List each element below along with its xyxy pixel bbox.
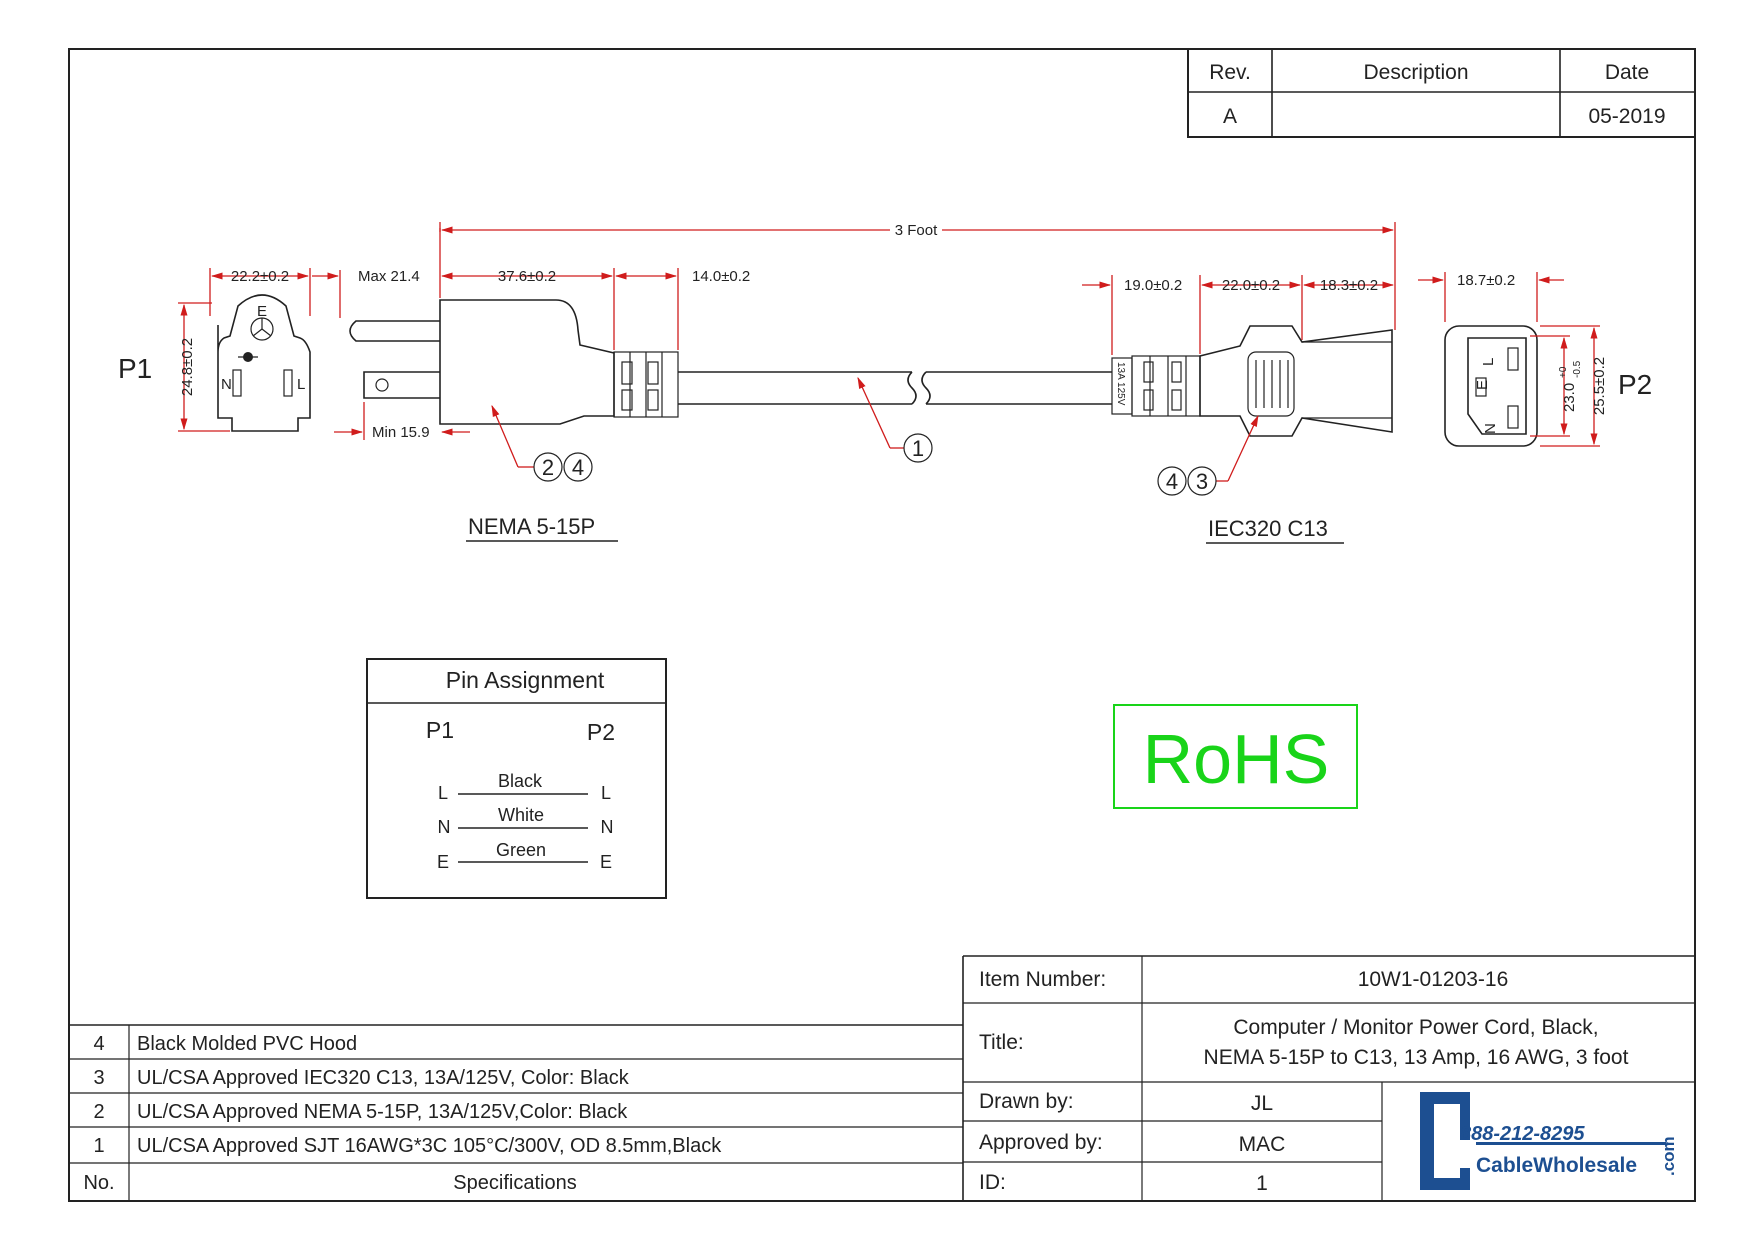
dim-c13-relief: 19.0±0.2 <box>1124 277 1182 294</box>
date-header: Date <box>1605 61 1649 84</box>
approved-by-value: MAC <box>1239 1133 1286 1156</box>
spec-row-no: 1 <box>93 1135 104 1157</box>
nema-connector-label: NEMA 5-15P <box>468 514 595 539</box>
pin-row-left: N <box>438 817 451 837</box>
rohs-box <box>1113 704 1358 809</box>
p2-face-l-letter: L <box>1480 358 1497 366</box>
balloon-3-c13 <box>1187 466 1217 496</box>
spec-no-header: No. <box>83 1172 114 1194</box>
balloon-4-nema-label: 4 <box>572 455 584 480</box>
dim-p2-inner-tol-plus: +0 <box>1558 366 1569 378</box>
drawn-by-label: Drawn by: <box>979 1090 1074 1113</box>
item-number-label: Item Number: <box>979 968 1106 991</box>
logo-name: CableWholesale <box>1476 1154 1637 1177</box>
cord <box>678 371 1112 405</box>
logo-suffix: .com <box>1659 1136 1678 1176</box>
id-value: 1 <box>1256 1172 1268 1195</box>
pin-row-wire: Green <box>496 840 546 860</box>
spec-table: 4 Black Molded PVC Hood 3 UL/CSA Approve… <box>69 1024 963 1201</box>
p2-face-view: L E N <box>1444 325 1538 447</box>
title-label: Title: <box>979 1031 1024 1054</box>
balloon-2-nema-label: 2 <box>542 455 554 480</box>
logo-phone: 888-212-8295 <box>1460 1123 1585 1145</box>
balloon-1-cord <box>903 433 933 463</box>
cord-mark: 13A 125V <box>1115 362 1126 406</box>
iec-connector-label: IEC320 C13 <box>1208 516 1328 541</box>
pin-assignment-title: Pin Assignment <box>446 667 605 693</box>
dim-p2-outer: 25.5±0.2 <box>1591 357 1608 415</box>
dim-c13-head: 18.3±0.2 <box>1320 277 1378 294</box>
description-header: Description <box>1363 61 1468 84</box>
dim-plug-relief: 14.0±0.2 <box>692 268 750 285</box>
item-number-value: 10W1-01203-16 <box>1358 968 1509 991</box>
balloon-4-c13-label: 4 <box>1166 469 1178 494</box>
pin-p1-header: P1 <box>426 717 454 743</box>
balloon-3-c13-label: 3 <box>1196 469 1208 494</box>
spec-row-no: 2 <box>93 1101 104 1123</box>
dim-c13-grip: 22.0±0.2 <box>1222 277 1280 294</box>
balloon-4-c13 <box>1157 466 1187 496</box>
pin-row-right: E <box>600 852 612 872</box>
dim-p2-inner: 23.0 <box>1561 383 1578 412</box>
drawing-frame <box>68 48 1696 1202</box>
dim-length: 3 Foot <box>895 222 938 239</box>
spec-row-no: 3 <box>93 1067 104 1089</box>
pin-row-left: E <box>437 852 449 872</box>
title-line-1: Computer / Monitor Power Cord, Black, <box>1233 1016 1598 1039</box>
logo-mark-icon <box>1420 1092 1470 1190</box>
pin-row-wire: White <box>498 805 544 825</box>
dim-min-prong: Min 15.9 <box>372 424 430 441</box>
rev-header: Rev. <box>1209 61 1251 84</box>
spec-row-text: Black Molded PVC Hood <box>137 1033 357 1055</box>
nema-plug-side-view <box>349 299 679 425</box>
pin-row-right: L <box>601 783 611 803</box>
revision-table: Rev. Description Date A 05-2019 <box>1187 48 1696 138</box>
dim-max-prong: Max 21.4 <box>358 268 420 285</box>
p1-face-n-letter: N <box>221 376 232 393</box>
dim-p1-height: 24.8±0.2 <box>179 338 196 396</box>
id-label: ID: <box>979 1171 1006 1194</box>
p1-face-view: E N L <box>217 294 311 432</box>
p2-label: P2 <box>1618 369 1652 400</box>
spec-row-text: UL/CSA Approved IEC320 C13, 13A/125V, Co… <box>137 1067 630 1089</box>
cablewholesale-logo: 888-212-8295 CableWholesale .com <box>1420 1092 1678 1190</box>
title-block: Item Number: 10W1-01203-16 Title: Comput… <box>962 955 1695 1201</box>
p2-face-e-letter: E <box>1474 380 1491 390</box>
pin-p2-header: P2 <box>587 719 615 745</box>
dim-p1-width: 22.2±0.2 <box>231 268 289 285</box>
p1-label: P1 <box>118 353 152 384</box>
p1-face-e-letter: E <box>257 303 267 320</box>
pin-row-right: N <box>601 817 614 837</box>
p1-face-l-letter: L <box>297 376 305 393</box>
balloon-1-cord-label: 1 <box>912 436 924 461</box>
rohs-mark: RoHS <box>1143 720 1330 798</box>
approved-by-label: Approved by: <box>979 1131 1103 1154</box>
rev-value: A <box>1223 105 1237 128</box>
drawn-by-value: JL <box>1251 1092 1273 1115</box>
balloon-4-nema <box>563 452 593 482</box>
c13-connector-side-view: 13A 125V <box>1111 325 1393 437</box>
balloon-2-nema <box>533 452 563 482</box>
title-line-2: NEMA 5-15P to C13, 13 Amp, 16 AWG, 3 foo… <box>1204 1046 1629 1069</box>
spec-row-no: 4 <box>93 1033 104 1055</box>
dim-p2-inner-tol-minus: -0.5 <box>1572 360 1583 378</box>
spec-row-text: UL/CSA Approved SJT 16AWG*3C 105°C/300V,… <box>137 1135 722 1157</box>
pin-assignment-box: Pin Assignment P1 P2 L Black L N White N… <box>366 658 667 899</box>
p2-face-n-letter: N <box>1482 423 1499 434</box>
spec-header: Specifications <box>453 1172 576 1194</box>
dim-plug-body: 37.6±0.2 <box>498 268 556 285</box>
date-value: 05-2019 <box>1588 105 1665 128</box>
pin-row-left: L <box>438 783 448 803</box>
spec-row-text: UL/CSA Approved NEMA 5-15P, 13A/125V,Col… <box>137 1101 628 1123</box>
pin-row-wire: Black <box>498 771 543 791</box>
dim-p2-depth: 18.7±0.2 <box>1457 272 1515 289</box>
